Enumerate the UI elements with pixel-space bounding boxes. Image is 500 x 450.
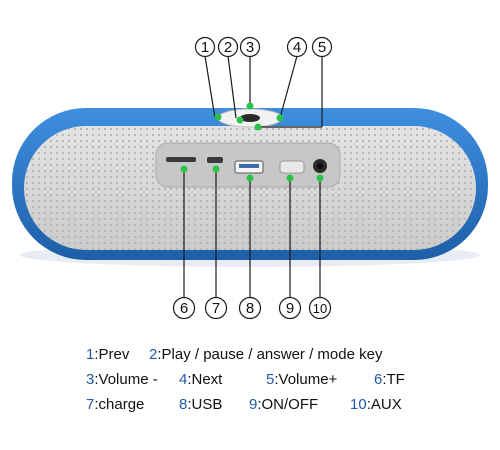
legend-item-aux: 10:AUX [350,396,402,413]
legend-row-3: 7:charge 8:USB 9:ON/OFF 10:AUX [0,396,500,418]
marker-1 [214,113,222,121]
legend-num: 9 [249,396,258,413]
legend-num: 4 [179,371,188,388]
control-ring [217,108,283,128]
legend-num: 3 [86,371,95,388]
callout-10: 10 [313,301,327,316]
legend-item-next: 4:Next [179,371,222,388]
legend-label: :AUX [366,396,402,413]
marker-5 [254,123,262,131]
callout-3: 3 [246,39,254,56]
legend-num: 1 [86,346,95,363]
legend-label: :TF [382,371,405,388]
legend-label: :ON/OFF [257,396,319,413]
legend-label: :Next [187,371,223,388]
callouts-top: 1 2 3 4 5 [194,36,333,58]
callout-5: 5 [318,39,326,56]
legend-item-volume-up: 5:Volume+ [266,371,337,388]
callout-7: 7 [212,300,220,317]
legend-label: :USB [187,396,223,413]
legend-item-usb: 8:USB [179,396,222,413]
legend-row-1: 1:Prev 2:Play / pause / answer / mode ke… [0,346,500,368]
callout-2: 2 [224,39,232,56]
marker-6 [180,165,188,173]
legend-label: :Volume+ [274,371,338,388]
legend-num: 8 [179,396,188,413]
marker-3 [246,102,254,110]
legend-num: 10 [350,396,367,413]
legend-item-prev: 1:Prev [86,346,129,363]
legend-item-power: 9:ON/OFF [249,396,318,413]
legend-item-play: 2:Play / pause / answer / mode key [149,346,382,363]
legend-label: :charge [94,396,145,413]
callouts-bottom: 6 7 8 9 10 [172,296,332,320]
micro-usb-port [207,157,223,163]
legend-item-volume-down: 3:Volume - [86,371,158,388]
tf-slot [166,157,196,162]
legend-item-tf: 6:TF [374,371,405,388]
legend-num: 6 [374,371,383,388]
legend-label: :Play / pause / answer / mode key [157,346,383,363]
marker-10 [316,174,324,182]
marker-7 [212,165,220,173]
port-panel [155,142,341,188]
marker-2 [236,116,244,124]
markers [180,102,324,182]
callout-8: 8 [246,300,254,317]
marker-8 [246,174,254,182]
callout-9: 9 [286,300,294,317]
legend-row-2: 3:Volume - 4:Next 5:Volume+ 6:TF [0,371,500,393]
marker-9 [286,174,294,182]
legend-item-charge: 7:charge [86,396,144,413]
callout-4: 4 [293,39,301,56]
legend-label: :Prev [94,346,130,363]
callout-1: 1 [201,39,209,56]
leader-lines [183,55,323,297]
power-switch [279,160,305,174]
legend-num: 5 [266,371,275,388]
legend-num: 7 [86,396,95,413]
callout-6: 6 [180,300,188,317]
legend-num: 2 [149,346,158,363]
legend-label: :Volume - [94,371,158,388]
marker-4 [276,114,284,122]
